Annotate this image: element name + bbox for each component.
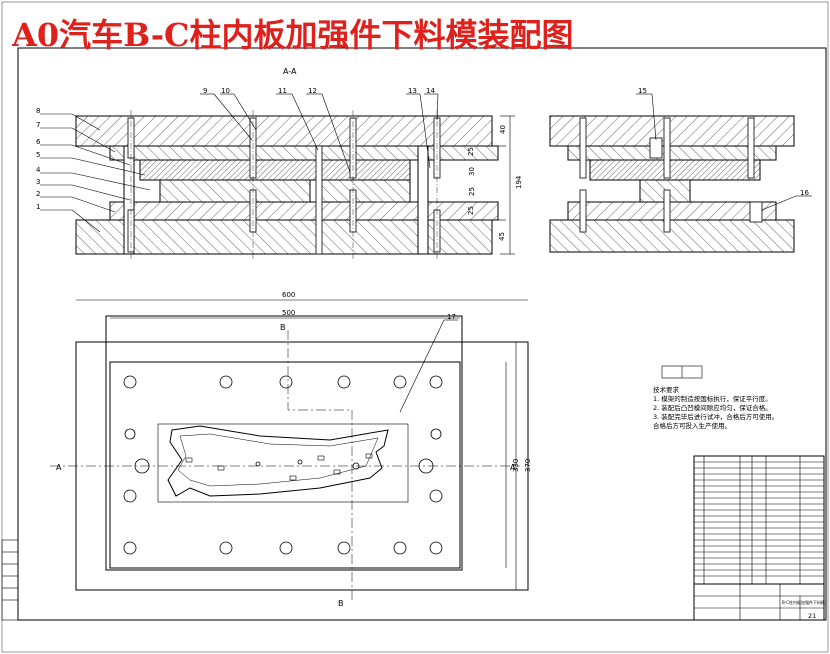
part-15: 15	[638, 87, 647, 95]
sheet-border	[17, 47, 827, 621]
section-mark-b-bottom: B	[338, 599, 344, 608]
part-14: 14	[426, 87, 435, 95]
part-5: 5	[36, 151, 40, 159]
part-9: 9	[203, 87, 207, 95]
plan-view	[50, 299, 529, 600]
section-mark-a-right: A	[510, 463, 516, 472]
dim-194: 194	[515, 175, 523, 189]
side-section-view	[549, 115, 795, 253]
tech-notes-line1: 1. 模架的制造按国标执行，保证平行度。	[653, 394, 772, 403]
tech-notes-line2: 2. 装配后凸凹模间隙应均匀，保证合格。	[653, 403, 772, 412]
dim-45: 45	[498, 232, 506, 241]
part-2: 2	[36, 190, 40, 198]
section-label: A-A	[283, 67, 297, 76]
dim-600: 600	[282, 291, 295, 299]
tech-notes	[661, 365, 703, 379]
parts-list	[693, 455, 825, 621]
tech-notes-line3: 3. 装配完毕后进行试冲，合格后方可使用。	[653, 412, 778, 421]
title-block-sheet: 21	[808, 612, 816, 620]
part-12: 12	[308, 87, 317, 95]
part-leaders	[40, 93, 812, 413]
dim-40: 40	[499, 125, 507, 134]
section-mark-a-left: A	[56, 463, 62, 472]
part-11: 11	[278, 87, 287, 95]
drawing-title: A0汽车B-C柱内板加强件下料模装配图	[11, 16, 574, 54]
part-8: 8	[36, 107, 40, 115]
part-13: 13	[408, 87, 417, 95]
part-4: 4	[36, 166, 41, 174]
part-10: 10	[221, 87, 230, 95]
part-16: 16	[800, 189, 809, 197]
main-section-view	[75, 110, 515, 260]
dim-25a: 25	[467, 147, 475, 156]
dim-330: 330	[512, 459, 520, 472]
part-17: 17	[447, 313, 456, 321]
part-3: 3	[36, 178, 40, 186]
dim-500: 500	[282, 309, 295, 317]
dim-25c: 25	[467, 206, 475, 215]
dim-25b: 25	[468, 187, 476, 196]
tech-notes-heading: 技术要求	[653, 385, 680, 394]
title-block-name: B-C柱内板加强件下料模	[782, 599, 825, 605]
part-1: 1	[36, 203, 40, 211]
tech-notes-line4: 合格后方可投入生产使用。	[653, 421, 731, 430]
revision-box	[1, 539, 19, 621]
section-mark-b-top: B	[280, 323, 286, 332]
part-7: 7	[36, 121, 40, 129]
dim-30: 30	[468, 167, 476, 176]
dim-370: 370	[524, 459, 532, 472]
part-6: 6	[36, 138, 41, 146]
